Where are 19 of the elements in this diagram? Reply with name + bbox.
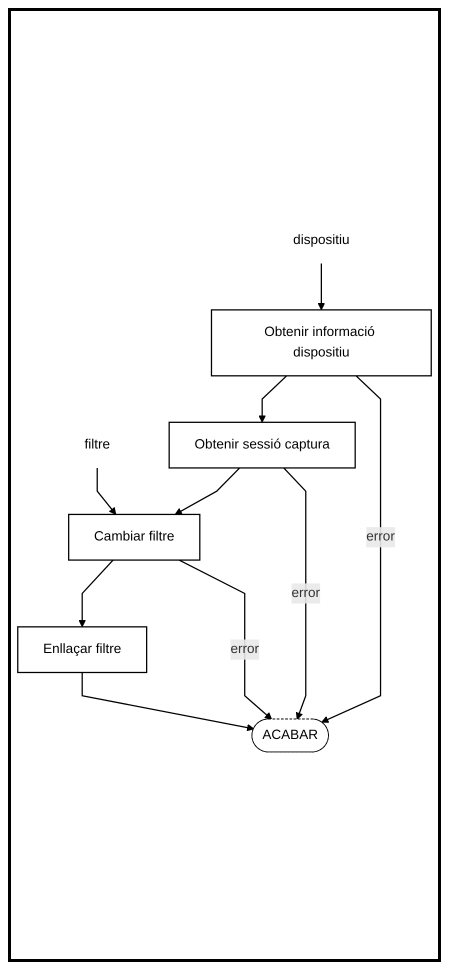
- node-box: [168, 422, 356, 469]
- arrow: [321, 376, 382, 724]
- arrow: [96, 468, 116, 515]
- node-text: dispositiu: [293, 233, 350, 248]
- node-box: [68, 514, 200, 561]
- node-box: [210, 309, 432, 377]
- arrow: [258, 376, 288, 423]
- frame-border: error error error dispositiu filtre Obtenir informació dispositiu Obtenir sessió captura Cambiar filtre Enllaçar filtre ACABAR: [8, 8, 441, 962]
- edge-label: error: [366, 530, 395, 544]
- edge-label: error: [291, 586, 320, 600]
- arrow: [283, 468, 306, 720]
- arrow: [318, 264, 326, 310]
- arrow: [78, 560, 114, 628]
- arrow: [82, 672, 254, 732]
- arrow: [178, 560, 272, 720]
- node-box: [17, 626, 148, 674]
- arrow: [174, 468, 240, 515]
- edge-label: error: [230, 642, 259, 657]
- node-text: filtre: [84, 438, 110, 452]
